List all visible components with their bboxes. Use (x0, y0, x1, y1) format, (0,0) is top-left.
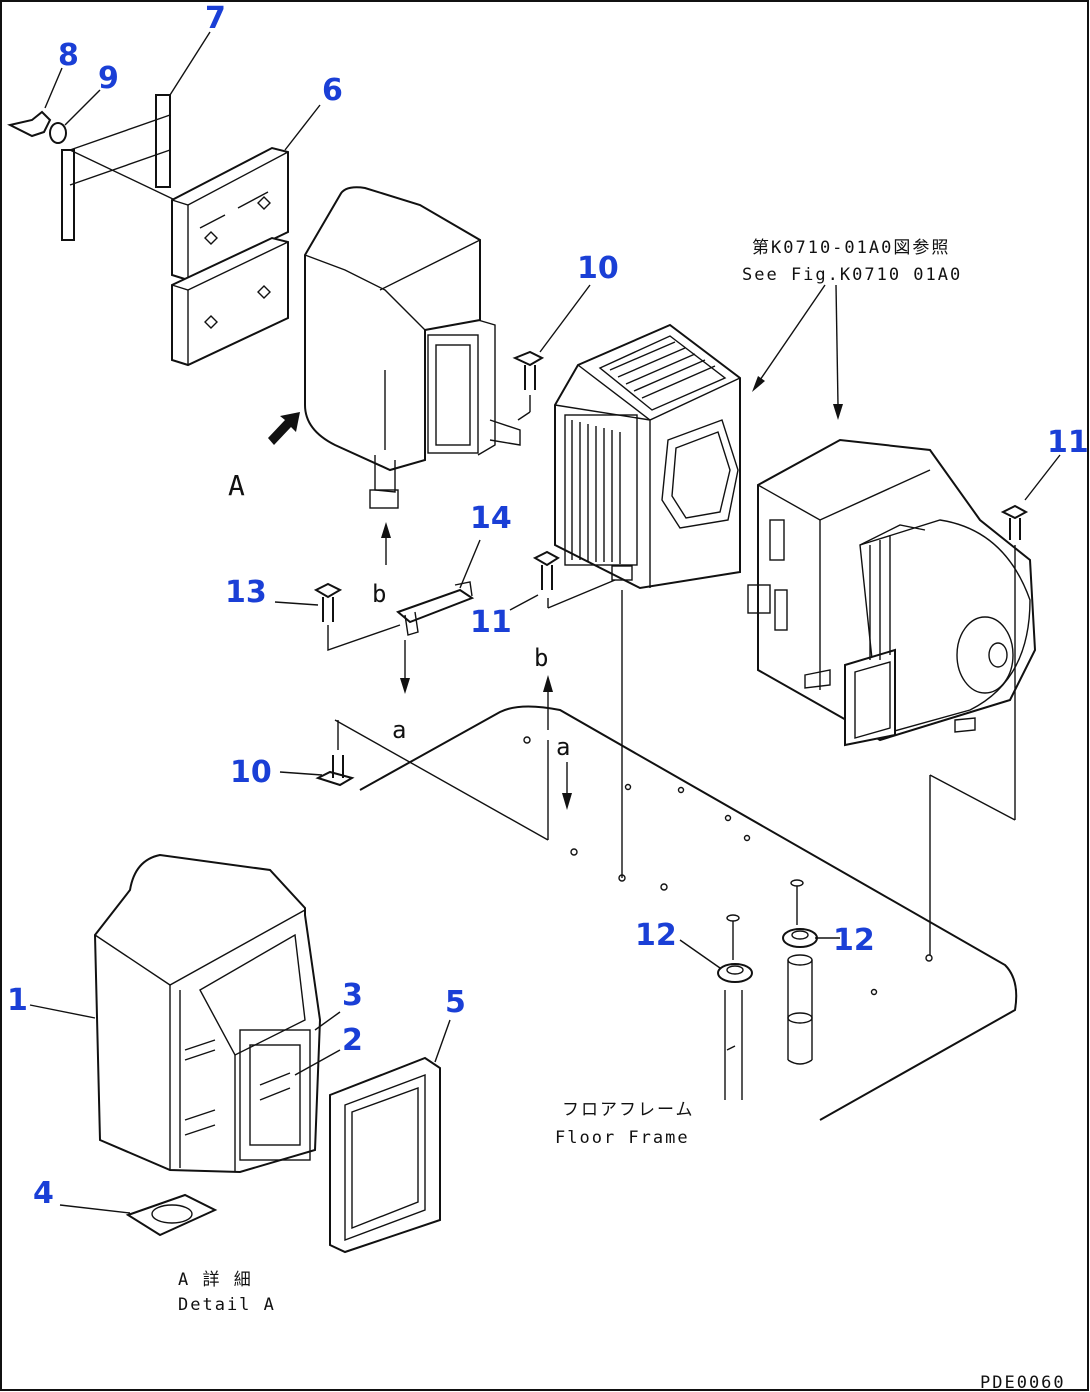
view-arrow-a: A (228, 412, 300, 502)
grommet-12-left (717, 914, 753, 1100)
part-number-1: 1 (7, 983, 28, 1018)
see-fig-en-label: See Fig.K0710 01A0 (742, 265, 962, 285)
detail-a-case (93, 853, 322, 1174)
wing-nut-shape (7, 110, 52, 138)
bar-7-shape (155, 94, 171, 188)
heater-unit (554, 323, 741, 590)
svg-text:a: a (556, 733, 570, 761)
part-number-4: 4 (33, 1176, 54, 1211)
bolt-13 (313, 582, 401, 651)
svg-text:b: b (372, 580, 386, 608)
floor-frame-en-label: Floor Frame (555, 1128, 690, 1148)
part-number-10-lower: 10 (230, 755, 272, 790)
view-letter-a: A (228, 469, 245, 502)
part-numbers: 7 8 9 6 10 11 14 13 11 10 12 12 1 3 2 5 … (7, 1, 1089, 1211)
bolt-10-lower (315, 720, 355, 787)
blower-unit (747, 438, 1037, 747)
bracket-14: a (392, 581, 475, 744)
drawing-code: PDE0060 (980, 1373, 1066, 1392)
leader-lines (29, 31, 1061, 1214)
part-number-5: 5 (445, 985, 466, 1020)
detail-en-label: Detail A (178, 1295, 276, 1315)
part-number-9: 9 (98, 61, 119, 96)
ref-b-lower: b (534, 644, 553, 730)
part-number-13: 13 (225, 575, 267, 610)
see-fig-jp-label: 第K0710-01A0図参照 (752, 238, 950, 258)
bar-left-shape (61, 149, 75, 241)
part-number-12-right: 12 (833, 923, 875, 958)
gasket-4 (125, 1193, 218, 1237)
part-number-10-upper: 10 (577, 251, 619, 286)
text-annotations: 第K0710-01A0図参照 See Fig.K0710 01A0 フロアフレー… (178, 238, 1066, 1392)
bolt-11-mid (532, 550, 616, 609)
filter-frame-5 (329, 1056, 441, 1254)
part-number-11-right: 11 (1047, 425, 1089, 460)
part-number-14: 14 (470, 501, 512, 536)
floor-frame (334, 590, 1018, 1121)
svg-text:b: b (534, 644, 548, 672)
ref-a-lower: a (556, 733, 572, 810)
part-number-11-mid: 11 (470, 605, 512, 640)
filter-assembly (7, 94, 289, 367)
part-number-8: 8 (58, 38, 79, 73)
part-number-3: 3 (342, 978, 363, 1013)
bolt-11-right (1000, 504, 1029, 820)
part-number-7: 7 (205, 1, 226, 36)
detail-jp-label: A 詳 細 (178, 1270, 253, 1290)
see-fig-leaders (752, 284, 843, 420)
svg-text:a: a (392, 716, 406, 744)
grommet-12-right (782, 879, 818, 1065)
bolt-10-upper (512, 350, 545, 421)
washer-shape (49, 122, 67, 144)
part-number-6: 6 (322, 73, 343, 108)
ref-b-upper: b (372, 522, 391, 608)
part-number-12-left: 12 (635, 918, 677, 953)
part-number-2: 2 (342, 1023, 363, 1058)
duct-case-upper (304, 186, 521, 509)
floor-frame-jp-label: フロアフレーム (562, 1100, 695, 1120)
